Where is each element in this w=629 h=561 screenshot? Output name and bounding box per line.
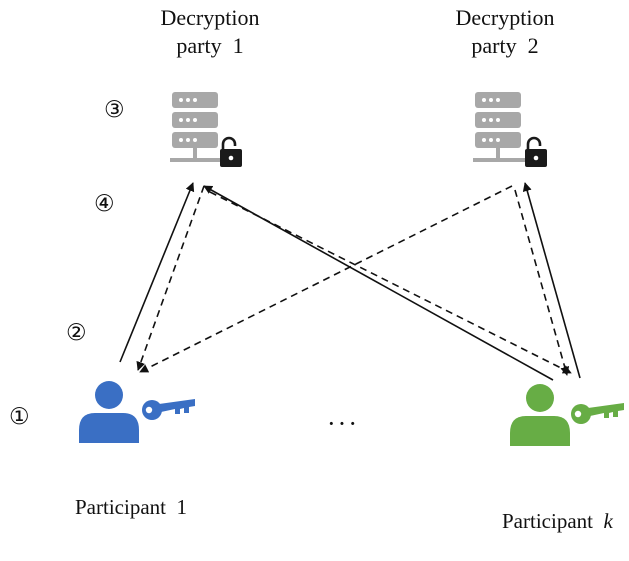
participant-1-name: Participant 1 bbox=[75, 495, 187, 520]
step-4-marker: ④ bbox=[94, 191, 115, 217]
key-icon bbox=[142, 399, 195, 420]
diagram-graphics bbox=[79, 92, 624, 446]
step-3-marker: ③ bbox=[104, 97, 125, 123]
decryption-party-1-label: Decryption party 1 bbox=[125, 4, 295, 59]
arrow-party1-to-pk bbox=[209, 191, 572, 374]
server-icon bbox=[473, 92, 525, 162]
key-icon bbox=[571, 403, 624, 424]
arrow-pk-to-party1 bbox=[203, 185, 554, 381]
arrow-party1-to-p1 bbox=[136, 185, 205, 371]
participant-1-label: Participant 1 bbox=[54, 468, 187, 547]
step-2-marker: ② bbox=[66, 320, 87, 346]
participants-ellipsis: ··· bbox=[327, 409, 359, 438]
user-icon bbox=[79, 381, 139, 443]
unlock-icon bbox=[220, 136, 242, 167]
decryption-party-2-label: Decryption party 2 bbox=[420, 4, 590, 59]
arrow-pk-to-party2 bbox=[522, 182, 581, 379]
decryption-party-2-line1: Decryption bbox=[455, 5, 555, 30]
decryption-party-1-line1: Decryption bbox=[160, 5, 260, 30]
server-icon bbox=[170, 92, 222, 162]
decryption-party-2-line2: party 2 bbox=[471, 32, 539, 58]
unlock-icon bbox=[525, 136, 547, 167]
participant-k-label: Participant k bbox=[481, 482, 613, 561]
decryption-party-1-line2: party 1 bbox=[176, 32, 244, 58]
diagram-canvas: Decryption party 1 Decryption party 2 ③ … bbox=[9, 4, 624, 533]
participant-k-suffix: k bbox=[603, 509, 613, 534]
arrow-party2-to-p1 bbox=[139, 185, 513, 373]
step-1-marker: ① bbox=[9, 404, 30, 430]
arrow-party2-to-pk bbox=[514, 189, 570, 376]
arrow-p1-to-party1 bbox=[119, 182, 195, 363]
participant-k-name: Participant bbox=[502, 509, 604, 534]
user-icon bbox=[510, 384, 570, 446]
